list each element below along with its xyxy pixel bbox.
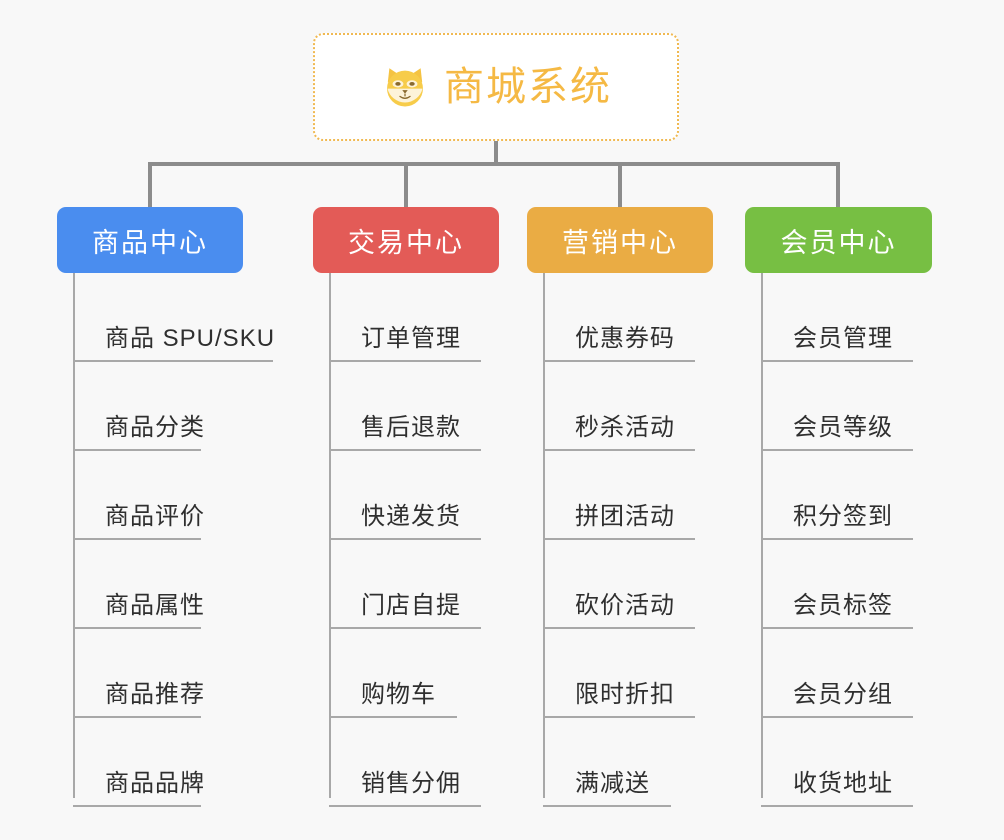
leaf-underline bbox=[543, 805, 671, 807]
dog-face-icon bbox=[387, 68, 423, 107]
leaf-label: 会员等级 bbox=[793, 414, 893, 441]
connector-horizontal-bus bbox=[150, 162, 840, 166]
leaf-item[interactable]: 商品分类 bbox=[57, 362, 275, 451]
leaf-item[interactable]: 砍价活动 bbox=[527, 540, 695, 629]
leaf-item[interactable]: 积分签到 bbox=[745, 451, 913, 540]
leaf-item[interactable]: 会员标签 bbox=[745, 540, 913, 629]
leaf-underline bbox=[543, 538, 695, 540]
leaf-label: 销售分佣 bbox=[361, 770, 461, 797]
leaf-label: 会员管理 bbox=[793, 325, 893, 352]
leaf-underline bbox=[329, 449, 481, 451]
leaf-underline bbox=[761, 360, 913, 362]
leaf-underline bbox=[73, 627, 201, 629]
connector-drop-branch-3 bbox=[618, 162, 622, 208]
category-header-4[interactable]: 会员中心 bbox=[745, 207, 932, 273]
branch-spine-4 bbox=[761, 273, 763, 798]
leaf-list-3: 优惠券码 秒杀活动 拼团活动 砍价活动 限时折扣 满减送 bbox=[527, 273, 695, 807]
leaf-label: 订单管理 bbox=[361, 325, 461, 352]
leaf-label: 门店自提 bbox=[361, 592, 461, 619]
leaf-item[interactable]: 购物车 bbox=[313, 629, 461, 718]
leaf-item[interactable]: 会员分组 bbox=[745, 629, 913, 718]
root-node[interactable]: 商城系统 bbox=[313, 33, 679, 141]
leaf-list-4: 会员管理 会员等级 积分签到 会员标签 会员分组 收货地址 bbox=[745, 273, 913, 807]
leaf-underline bbox=[73, 360, 273, 362]
leaf-label: 满减送 bbox=[575, 770, 650, 797]
leaf-item[interactable]: 秒杀活动 bbox=[527, 362, 695, 451]
leaf-underline bbox=[761, 449, 913, 451]
leaf-label: 优惠券码 bbox=[575, 325, 675, 352]
leaf-label: 商品评价 bbox=[105, 503, 205, 530]
leaf-label: 快递发货 bbox=[361, 503, 461, 530]
category-header-2[interactable]: 交易中心 bbox=[313, 207, 499, 273]
leaf-item[interactable]: 收货地址 bbox=[745, 718, 913, 807]
leaf-item[interactable]: 快递发货 bbox=[313, 451, 481, 540]
leaf-item[interactable]: 门店自提 bbox=[313, 540, 481, 629]
leaf-item[interactable]: 商品评价 bbox=[57, 451, 275, 540]
leaf-list-2: 订单管理 售后退款 快递发货 门店自提 购物车 销售分佣 bbox=[313, 273, 481, 807]
leaf-underline bbox=[329, 360, 481, 362]
leaf-item[interactable]: 拼团活动 bbox=[527, 451, 695, 540]
leaf-label: 商品品牌 bbox=[105, 770, 205, 797]
leaf-underline bbox=[329, 716, 457, 718]
leaf-label: 秒杀活动 bbox=[575, 414, 675, 441]
leaf-underline bbox=[761, 716, 913, 718]
leaf-underline bbox=[73, 538, 201, 540]
branch-spine-2 bbox=[329, 273, 331, 798]
leaf-underline bbox=[329, 538, 481, 540]
leaf-item[interactable]: 销售分佣 bbox=[313, 718, 481, 807]
branch-spine-1 bbox=[73, 273, 75, 798]
leaf-label: 售后退款 bbox=[361, 414, 461, 441]
leaf-underline bbox=[329, 627, 481, 629]
leaf-list-1: 商品 SPU/SKU 商品分类 商品评价 商品属性 商品推荐 商品品牌 bbox=[57, 273, 275, 807]
leaf-label: 商品推荐 bbox=[105, 681, 205, 708]
leaf-underline bbox=[761, 805, 913, 807]
leaf-label: 购物车 bbox=[361, 681, 436, 708]
leaf-label: 商品属性 bbox=[105, 592, 205, 619]
leaf-underline bbox=[73, 805, 201, 807]
leaf-item[interactable]: 商品 SPU/SKU bbox=[57, 273, 275, 362]
leaf-underline bbox=[543, 449, 695, 451]
leaf-item[interactable]: 会员等级 bbox=[745, 362, 913, 451]
leaf-item[interactable]: 商品推荐 bbox=[57, 629, 275, 718]
connector-drop-branch-2 bbox=[404, 162, 408, 208]
leaf-item[interactable]: 满减送 bbox=[527, 718, 675, 807]
leaf-label: 收货地址 bbox=[793, 770, 893, 797]
leaf-item[interactable]: 商品属性 bbox=[57, 540, 275, 629]
leaf-underline bbox=[543, 360, 695, 362]
leaf-underline bbox=[761, 538, 913, 540]
leaf-underline bbox=[73, 449, 201, 451]
leaf-underline bbox=[761, 627, 913, 629]
category-header-1[interactable]: 商品中心 bbox=[57, 207, 243, 273]
connector-root-stem bbox=[494, 141, 498, 164]
root-title: 商城系统 bbox=[444, 65, 612, 109]
leaf-underline bbox=[543, 716, 695, 718]
leaf-label: 拼团活动 bbox=[575, 503, 675, 530]
leaf-item[interactable]: 会员管理 bbox=[745, 273, 913, 362]
branch-spine-3 bbox=[543, 273, 545, 798]
leaf-label: 会员分组 bbox=[793, 681, 893, 708]
leaf-underline bbox=[73, 716, 201, 718]
leaf-label: 积分签到 bbox=[793, 503, 893, 530]
connector-drop-branch-1 bbox=[148, 162, 152, 208]
leaf-item[interactable]: 订单管理 bbox=[313, 273, 481, 362]
leaf-label: 限时折扣 bbox=[575, 681, 675, 708]
leaf-label: 商品 SPU/SKU bbox=[105, 325, 276, 352]
leaf-item[interactable]: 限时折扣 bbox=[527, 629, 695, 718]
leaf-label: 会员标签 bbox=[793, 592, 893, 619]
leaf-underline bbox=[329, 805, 481, 807]
leaf-item[interactable]: 优惠券码 bbox=[527, 273, 695, 362]
leaf-label: 商品分类 bbox=[105, 414, 205, 441]
leaf-underline bbox=[543, 627, 695, 629]
category-header-3[interactable]: 营销中心 bbox=[527, 207, 713, 273]
leaf-label: 砍价活动 bbox=[575, 592, 675, 619]
leaf-item[interactable]: 售后退款 bbox=[313, 362, 481, 451]
leaf-item[interactable]: 商品品牌 bbox=[57, 718, 275, 807]
connector-drop-branch-4 bbox=[836, 162, 840, 208]
